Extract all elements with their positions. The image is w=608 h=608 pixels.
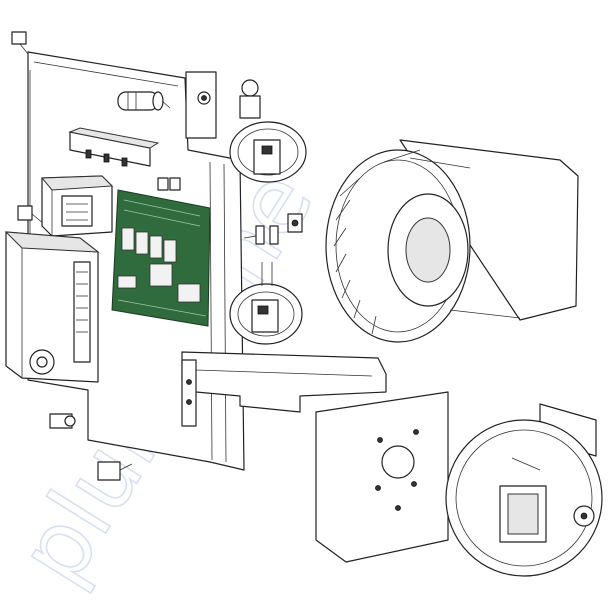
wire-connector[interactable]	[17, 177, 181, 225]
ignition-control-module[interactable]	[4, 231, 100, 383]
pressure-switch-lower[interactable]	[229, 262, 303, 345]
blower-wheel[interactable]	[325, 139, 579, 343]
hose-fittings[interactable]	[243, 213, 303, 245]
motor-mounting-bracket[interactable]	[181, 351, 387, 427]
control-board-pcb[interactable]	[111, 189, 211, 327]
blower-mounting-plate[interactable]	[315, 391, 449, 563]
pressure-switch-upper[interactable]	[229, 79, 307, 183]
limit-switch[interactable]	[49, 413, 133, 481]
capacitor[interactable]	[117, 91, 171, 111]
blower-motor-housing[interactable]	[445, 403, 603, 577]
transformer[interactable]	[40, 175, 114, 237]
terminal-block[interactable]	[68, 127, 160, 167]
